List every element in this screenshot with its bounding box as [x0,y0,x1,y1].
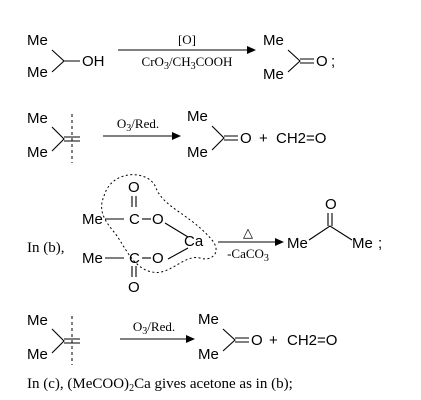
bond [211,125,238,151]
reagent-cro3-acoh: CrO3/CH3COOH [142,54,233,72]
methyl-label: Me [27,64,48,81]
carbon-label: C [129,250,140,267]
reagent-ozonolysis: O3/Red. [133,319,175,337]
methyl-label: Me [198,346,219,363]
arrowhead [275,238,284,246]
methyl-label: Me [287,235,308,252]
carbon-label: C [129,211,140,228]
bond [131,266,137,277]
bond [131,196,137,207]
methyl-label: Me [27,312,48,329]
bond [222,328,249,352]
note-line-c: In (c), (MeCOO)2Ca gives acetone as in (… [27,376,293,394]
bond [51,49,80,73]
arrowhead [172,132,181,140]
methyl-label: Me [263,32,284,49]
reaction-4-ozonolysis: Me Me O3/Red. Me Me O + CH2=O [27,311,337,365]
oxygen-label: O [325,196,337,213]
oxygen-label: O [251,332,263,349]
oxygen-label: O [152,211,164,228]
dotted-region [101,174,217,273]
methyl-label: Me [352,235,373,252]
methyl-label: Me [263,66,284,83]
reagent-ozonolysis: O3/Red. [117,116,159,134]
bond [308,213,353,241]
bond [167,247,189,260]
bond [51,126,80,152]
oxidant-label: [O] [178,32,196,47]
methyl-label: Me [27,144,48,161]
methyl-label: Me [27,346,48,363]
semicolon: ; [378,235,382,252]
plus-sign: + [259,130,268,147]
reaction-3-calcium-acetate: In (b), O Me C O Ca Me C O O △ -CaCO3 Me… [27,174,382,296]
methyl-label: Me [82,211,103,228]
methyl-label: Me [187,144,208,161]
oxygen-label: O [128,279,140,296]
oxygen-label: O [240,130,252,147]
bond [164,222,189,238]
arrowhead [186,335,195,343]
bond [51,328,80,354]
byproduct-caco3: -CaCO3 [227,246,269,264]
oxygen-label: O [316,53,328,70]
formaldehyde-formula: CH2=O [287,332,337,349]
in-b-label: In (b), [27,240,65,256]
methyl-label: Me [198,311,219,328]
formaldehyde-formula: CH2=O [276,130,326,147]
reaction-2-ozonolysis: Me Me O3/Red. Me Me O + CH2=O [27,108,326,163]
bond [287,49,314,73]
methyl-label: Me [187,108,208,125]
arrowhead [247,46,256,54]
hydroxyl-label: OH [82,53,105,70]
calcium-label: Ca [184,233,204,250]
oxygen-label: O [152,250,164,267]
methyl-label: Me [27,32,48,49]
plus-sign: + [269,332,278,349]
semicolon: ; [331,53,335,70]
methyl-label: Me [82,250,103,267]
oxygen-label: O [128,179,140,196]
methyl-label: Me [27,110,48,127]
heat-symbol: △ [243,225,253,240]
reaction-1-isopropanol-oxidation: Me Me OH [O] CrO3/CH3COOH Me Me O ; [27,32,335,83]
